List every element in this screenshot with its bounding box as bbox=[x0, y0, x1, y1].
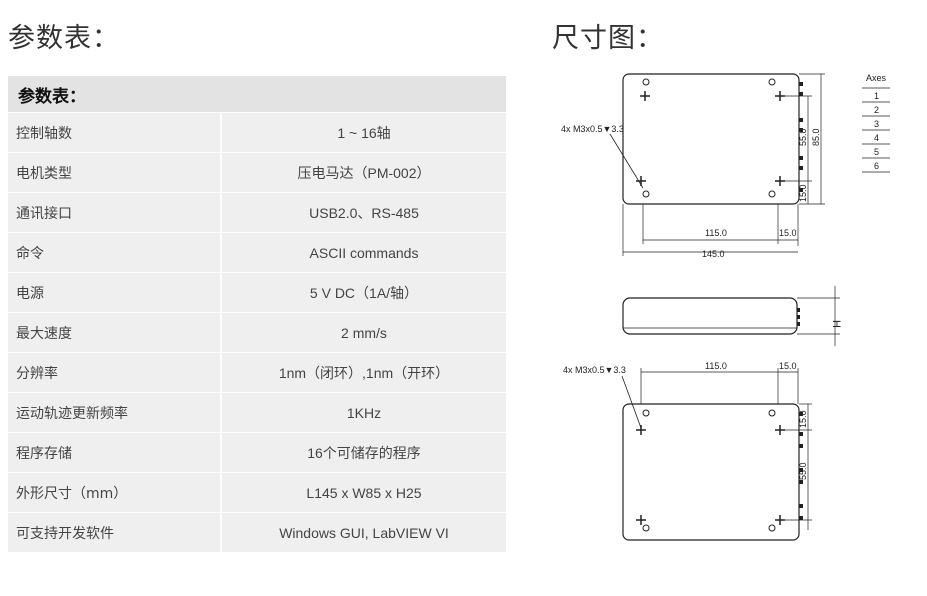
axes-item-4: 4 bbox=[874, 133, 879, 143]
axes-item-1: 1 bbox=[874, 91, 879, 101]
bottom-dim-55: 55.0 bbox=[798, 462, 808, 480]
top-dim-bottom-15: 15.0 bbox=[798, 184, 808, 202]
bottom-dim-115: 115.0 bbox=[705, 361, 727, 371]
dimension-drawing: 4x M3x0.5▼3.3 115.0 15.0 145.0 55.0 85.0… bbox=[561, 73, 890, 541]
top-dim-55: 55.0 bbox=[798, 128, 808, 146]
spec-value: Windows GUI, LabVIEW VI bbox=[222, 513, 506, 552]
spec-key: 最大速度 bbox=[8, 313, 222, 352]
spec-value: ASCII commands bbox=[222, 233, 506, 272]
spec-value: 5 V DC（1A/轴） bbox=[222, 273, 506, 312]
spec-key: 电机类型 bbox=[8, 153, 222, 192]
spec-value: 16个可储存的程序 bbox=[222, 433, 506, 472]
bottom-hole-label: 4x M3x0.5▼3.3 bbox=[563, 365, 626, 375]
dimensions-heading: 尺寸图： bbox=[552, 23, 664, 54]
spec-key: 命令 bbox=[8, 233, 222, 272]
axes-item-2: 2 bbox=[874, 105, 879, 115]
table-title: 参数表： bbox=[8, 76, 506, 113]
spec-key: 外形尺寸（mm） bbox=[8, 473, 222, 512]
spec-value: 1KHz bbox=[222, 393, 506, 432]
axes-title: Axes bbox=[866, 73, 887, 83]
top-view-body bbox=[622, 73, 800, 205]
top-view: 4x M3x0.5▼3.3 115.0 15.0 145.0 55.0 85.0… bbox=[561, 73, 825, 259]
spec-value: L145 x W85 x H25 bbox=[222, 473, 506, 512]
spec-key: 可支持开发软件 bbox=[8, 513, 222, 552]
bottom-dim-top-15: 15.0 bbox=[798, 410, 808, 428]
table-row: 电机类型压电马达（PM-002） bbox=[8, 153, 506, 193]
axes-item-6: 6 bbox=[874, 161, 879, 171]
spec-key: 控制轴数 bbox=[8, 113, 222, 152]
spec-value: 1 ~ 16轴 bbox=[222, 113, 506, 152]
top-dim-85: 85.0 bbox=[811, 128, 821, 146]
spec-key: 电源 bbox=[8, 273, 222, 312]
side-view-body bbox=[622, 297, 798, 335]
spec-key: 程序存储 bbox=[8, 433, 222, 472]
params-heading: 参数表： bbox=[8, 23, 120, 54]
spec-value: 1nm（闭环）,1nm（开环） bbox=[222, 353, 506, 392]
bottom-view: 4x M3x0.5▼3.3 115.0 15.0 15.0 55.0 bbox=[563, 361, 812, 541]
top-dim-15: 15.0 bbox=[779, 228, 797, 238]
side-view: H bbox=[622, 286, 842, 346]
spec-value: USB2.0、RS-485 bbox=[222, 193, 506, 232]
spec-value: 压电马达（PM-002） bbox=[222, 153, 506, 192]
spec-key: 分辨率 bbox=[8, 353, 222, 392]
bottom-view-body bbox=[622, 403, 800, 541]
bottom-dim-15: 15.0 bbox=[779, 361, 797, 371]
top-hole-label: 4x M3x0.5▼3.3 bbox=[561, 124, 624, 134]
table-row: 外形尺寸（mm）L145 x W85 x H25 bbox=[8, 473, 506, 513]
top-dim-145: 145.0 bbox=[702, 249, 725, 259]
side-height-label: H bbox=[830, 320, 842, 328]
axes-item-5: 5 bbox=[874, 147, 879, 157]
spec-key: 运动轨迹更新频率 bbox=[8, 393, 222, 432]
axes-item-3: 3 bbox=[874, 119, 879, 129]
spec-value: 2 mm/s bbox=[222, 313, 506, 352]
axes-legend: Axes 1 2 3 4 5 6 bbox=[862, 73, 890, 173]
top-dim-115: 115.0 bbox=[705, 228, 727, 238]
spec-key: 通讯接口 bbox=[8, 193, 222, 232]
